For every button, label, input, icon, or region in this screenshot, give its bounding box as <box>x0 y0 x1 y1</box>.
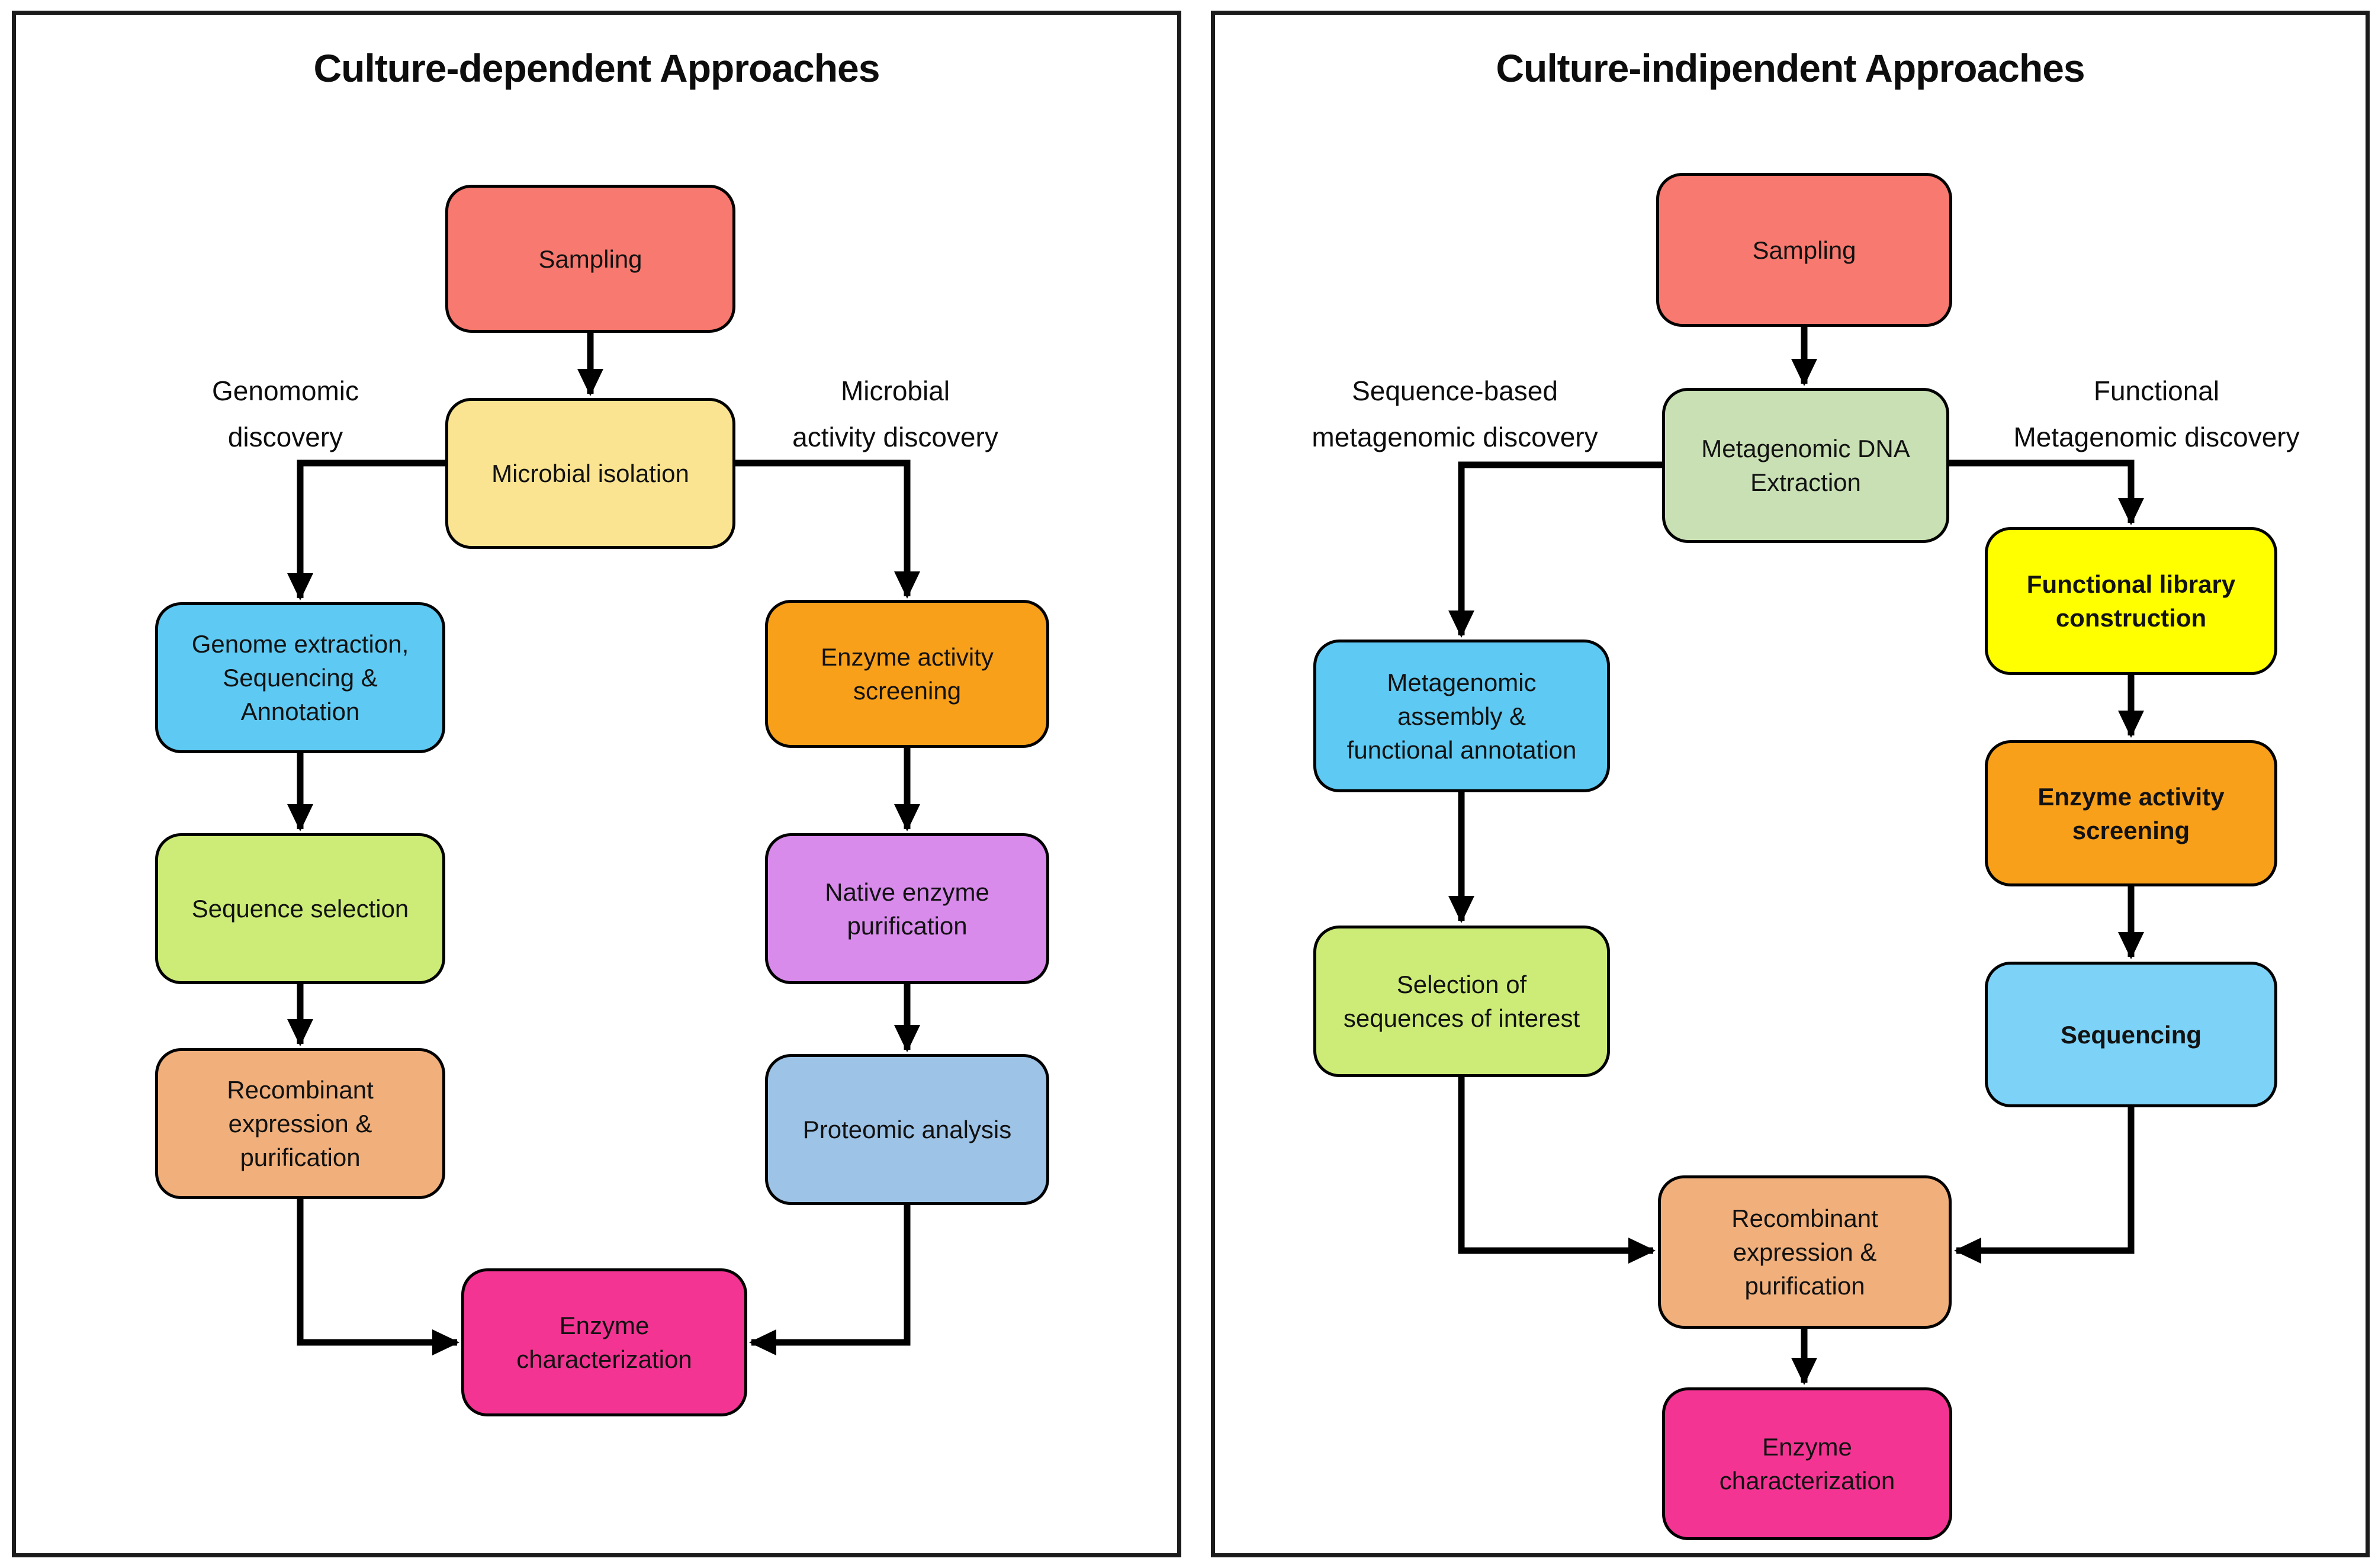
node-enzyme-characterization: Enzyme characterization <box>461 1268 747 1416</box>
node-proteomic-analysis: Proteomic analysis <box>765 1054 1049 1205</box>
node-selection-of-sequences: Selection of sequences of interest <box>1313 926 1610 1077</box>
arrow-selection-to-recombinant <box>1458 1077 1656 1264</box>
node-enzyme-activity-screening: Enzyme activity screening <box>765 600 1049 748</box>
node-enzyme-activity-screening: Enzyme activity screening <box>1985 740 2277 886</box>
node-sampling: Sampling <box>445 185 735 333</box>
microbial-activity-discovery-label: Microbial activity discovery <box>792 375 998 452</box>
left-panel-title: Culture-dependent Approaches <box>313 46 880 90</box>
node-sampling: Sampling <box>1656 173 1952 327</box>
functional-metagenomic-discovery-label: Functional Metagenomic discovery <box>2013 375 2300 452</box>
sequence-based-discovery-label: Sequence-based metagenomic discovery <box>1312 375 1598 452</box>
arrow-isolation-to-genome-extraction <box>287 460 445 600</box>
node-enzyme-characterization: Enzyme characterization <box>1662 1387 1952 1540</box>
node-microbial-isolation: Microbial isolation <box>445 398 735 549</box>
arrow-isolation-to-enzyme-screening <box>735 460 920 599</box>
node-sequence-selection: Sequence selection <box>155 833 445 984</box>
culture-independent-panel: Culture-indipendent Approaches Sequence-… <box>1211 11 2370 1557</box>
node-recombinant-expression: Recombinant expression & purification <box>1658 1175 1952 1329</box>
arrow-extraction-to-functional-library <box>1949 460 2144 525</box>
right-panel-title: Culture-indipendent Approaches <box>1496 46 2085 90</box>
arrow-sequencing-to-recombinant <box>1954 1107 2135 1264</box>
arrow-extraction-to-assembly <box>1448 461 1662 638</box>
culture-dependent-panel: Culture-dependent Approaches Genomomic d… <box>12 11 1181 1557</box>
node-functional-library-construction: Functional library construction <box>1985 527 2277 675</box>
node-sequencing: Sequencing <box>1985 962 2277 1107</box>
node-metagenomic-dna-extraction: Metagenomic DNA Extraction <box>1662 388 1949 543</box>
genomic-discovery-label: Genomomic discovery <box>212 375 359 452</box>
node-genome-extraction: Genome extraction, Sequencing & Annotati… <box>155 602 445 753</box>
node-metagenomic-assembly: Metagenomic assembly & functional annota… <box>1313 640 1610 792</box>
arrow-recombinant-to-characterization <box>297 1199 459 1355</box>
arrow-proteomic-to-characterization <box>749 1205 911 1355</box>
node-native-enzyme-purification: Native enzyme purification <box>765 833 1049 984</box>
node-recombinant-expression: Recombinant expression & purification <box>155 1048 445 1199</box>
